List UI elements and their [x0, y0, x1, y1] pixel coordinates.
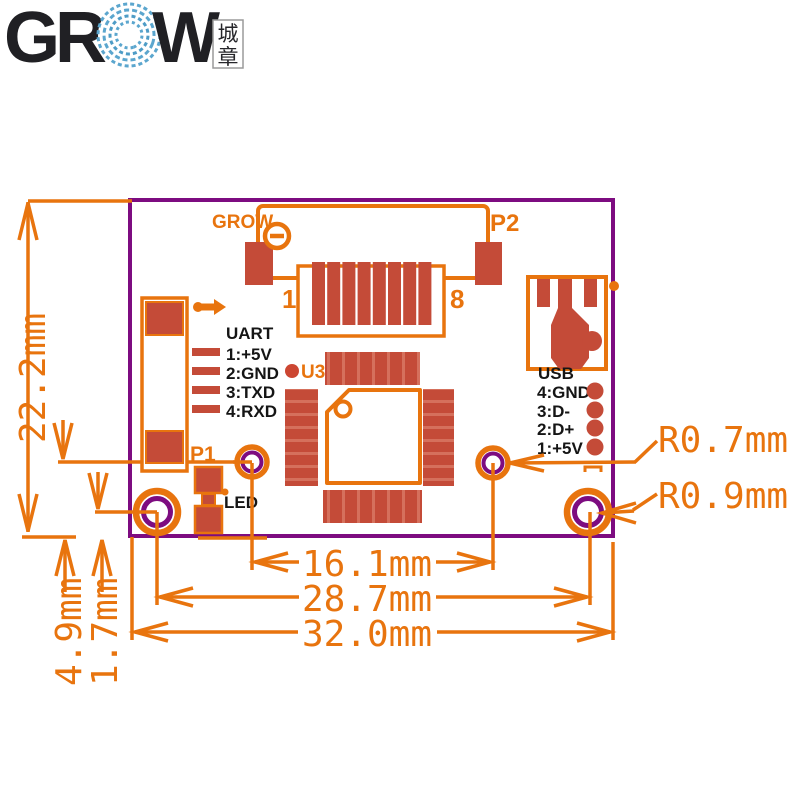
uart-connector — [140, 296, 226, 473]
u3-chip — [285, 352, 454, 523]
led-label: LED — [224, 493, 258, 512]
u3-pads-top — [325, 352, 420, 385]
dimension-lines — [17, 199, 659, 643]
uart-pin-pads — [192, 348, 220, 413]
logo-text-gr: GR — [4, 0, 106, 78]
usb-pin-dots — [586, 382, 604, 456]
uart-pad-bottom — [145, 430, 184, 464]
usb-connector — [526, 275, 619, 371]
dim-small-hole-pitch-label: 16.1mm — [302, 544, 432, 585]
p2-pad-right — [475, 242, 502, 285]
u3-pads-right — [423, 389, 454, 486]
dim-corner-hole-radius-label: R0.9mm — [658, 476, 788, 517]
dim-corner-hole-offset-label: 1.7mm — [85, 578, 126, 686]
u3-pads-bottom — [323, 490, 422, 523]
dim-board-height-label: 22.2mm — [13, 313, 54, 443]
uart-pin1: 1:+5V — [226, 345, 272, 364]
fingerprint-o-icon — [96, 2, 162, 68]
led-component — [193, 465, 229, 535]
p2-pin1-label: 1 — [282, 284, 296, 314]
p2-pin-pads — [312, 262, 432, 325]
p1-label: P1 — [190, 443, 216, 466]
uart-pad-top — [145, 301, 184, 336]
usb-center-contact — [551, 308, 589, 369]
u3-pads-left — [285, 389, 318, 486]
seal-char-top: 城 — [218, 22, 239, 46]
usb-title: USB — [538, 364, 574, 383]
p2-label: P2 — [490, 210, 519, 237]
pin1-pointer-icon — [193, 299, 226, 315]
uart-pin3: 3:TXD — [226, 383, 275, 402]
p2-pin8-label: 8 — [450, 284, 464, 314]
p2-connector: 1 8 — [245, 204, 502, 338]
u3-pin1-mark-icon — [333, 399, 353, 419]
uart-pin4: 4:RXD — [226, 402, 277, 421]
usb-edge-dot-icon — [609, 281, 619, 291]
usb-pin1-bracket-icon — [583, 465, 603, 472]
usb-pin3: 3:D- — [537, 402, 570, 421]
silkscreen-brand-label: GROW — [212, 212, 273, 233]
dim-corner-hole-pitch-label: 28.7mm — [302, 579, 432, 620]
led-dot-icon — [221, 488, 229, 496]
usb-pin4: 4:GND — [537, 383, 590, 402]
uart-title: UART — [226, 324, 274, 343]
dim-small-hole-radius-label: R0.7mm — [658, 420, 788, 461]
logo-seal: 城 章 — [212, 19, 244, 69]
u3-dot-icon — [285, 364, 299, 378]
uart-pin2: 2:GND — [226, 364, 279, 383]
grow-logo: GR W 城 章 — [4, 0, 244, 78]
p2-pad-left — [245, 242, 273, 285]
dim-small-hole-offset-label: 4.9mm — [49, 578, 90, 686]
usb-pin1: 1:+5V — [537, 439, 583, 458]
dim-board-width-label: 32.0mm — [302, 614, 432, 655]
u3-label: U3 — [301, 362, 325, 383]
logo-text-w: W — [152, 0, 220, 78]
usb-pin2: 2:D+ — [537, 420, 574, 439]
seal-char-bottom: 章 — [218, 45, 239, 69]
